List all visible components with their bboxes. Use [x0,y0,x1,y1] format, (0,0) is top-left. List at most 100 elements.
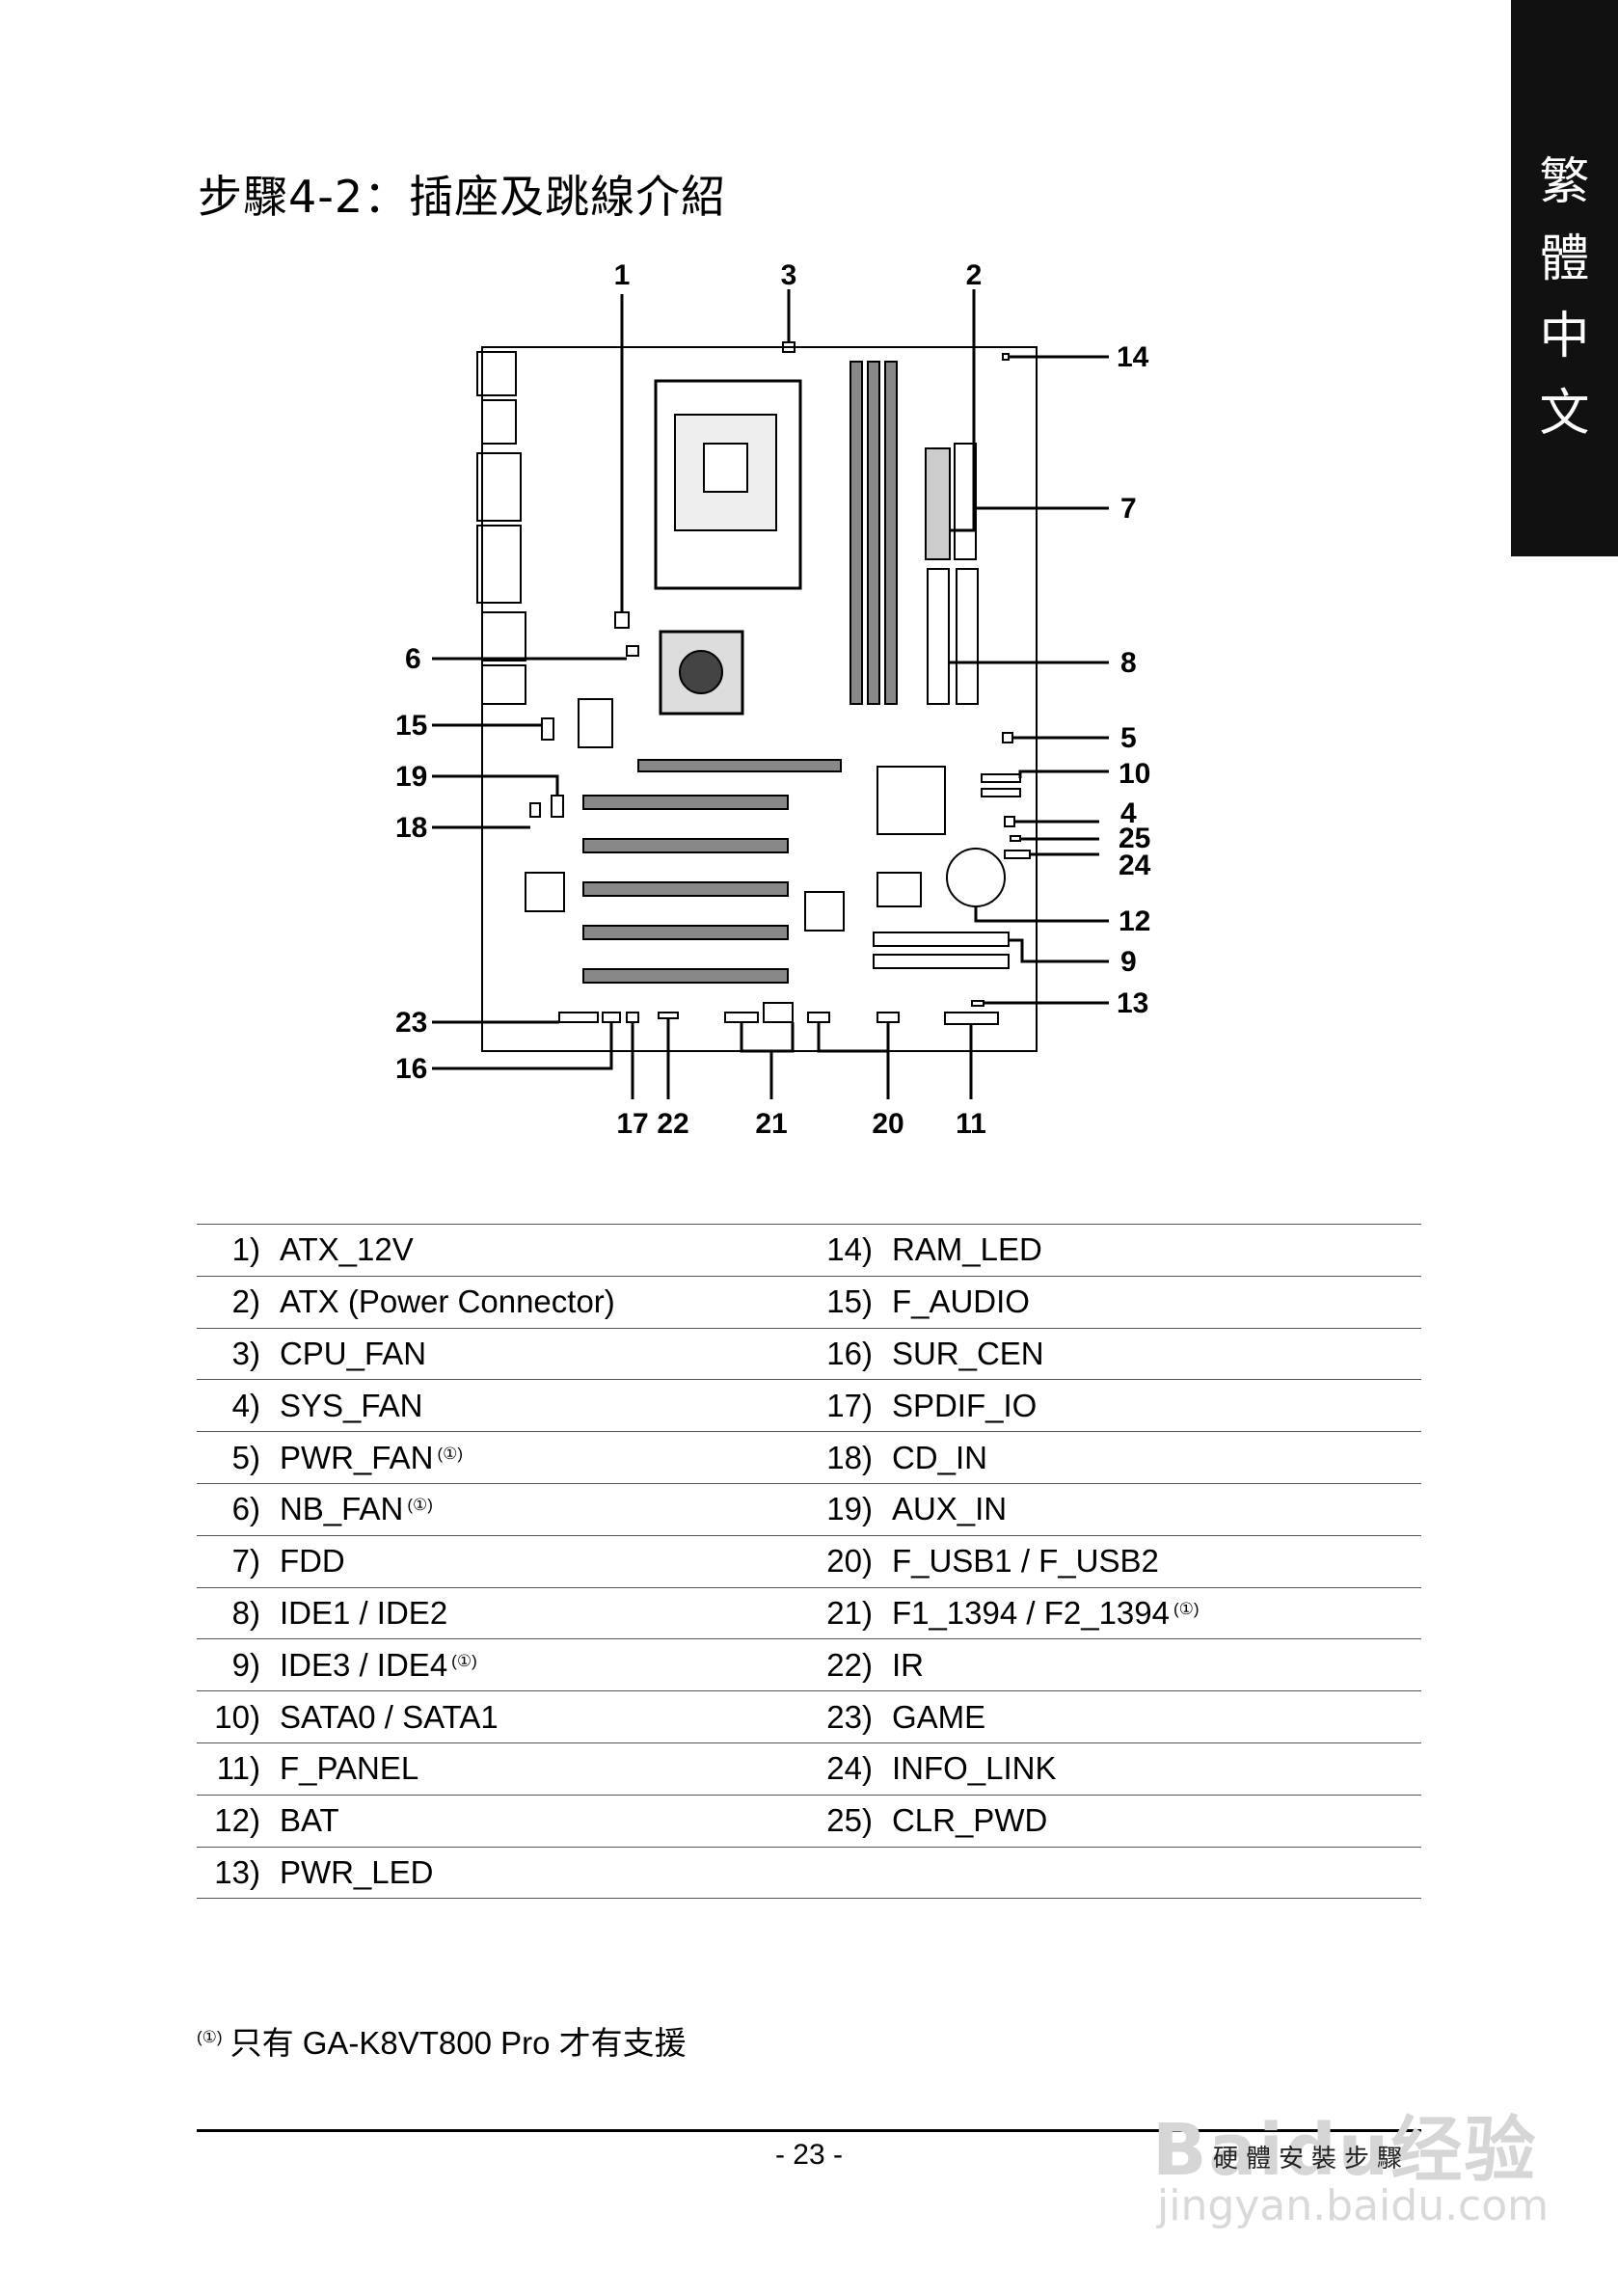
connector-name: F1_1394 / F2_1394(①) [892,1587,1421,1639]
connector-num-text: 6) [231,1491,260,1527]
connector-num-text: 13) [214,1853,260,1890]
connector-name: GAME [892,1691,1421,1743]
rear-io-parallel [476,525,522,604]
language-side-tab: 繁 體 中 文 [1511,0,1618,556]
connector-name: PWR_LED [280,1847,809,1899]
connector-name: ATX_12V [280,1225,809,1277]
game-header [558,1012,599,1023]
connector-num-text: 9) [231,1646,260,1683]
connector-num: 17) [809,1380,892,1432]
nb-fan-header [626,645,639,657]
connector-name-text: IDE3 / IDE4 [279,1646,448,1683]
footnote-ref: (①) [1173,1599,1200,1618]
connector-num: 10) [197,1691,280,1743]
leader-19 [432,774,559,796]
connector-num: 14) [809,1225,892,1277]
cpu-socket-center [703,443,748,493]
connector-name-text: SPDIF_IO [891,1387,1038,1423]
connector-name-text: CD_IN [891,1439,987,1475]
watermark-logo: Baidu经验 [1152,2109,1538,2192]
connector-num-text: 15) [826,1283,873,1320]
connector-num-text: 12) [214,1802,260,1839]
connector-num-text: 20) [826,1543,873,1580]
connector-name: SUR_CEN [892,1328,1421,1380]
callout-label: 9 [1120,946,1137,978]
table-row: 5)PWR_FAN(①)18)CD_IN [197,1431,1421,1484]
callout-label: 12 [1119,905,1150,937]
dimm-slot-3 [884,361,898,705]
connector-name: F_PANEL [280,1742,809,1795]
connector-name-text: PWR_LED [279,1853,434,1890]
connector-name: SATA0 / SATA1 [280,1691,809,1743]
connector-name-text: PWR_FAN [279,1439,434,1475]
footnote-ref: (①) [407,1496,433,1515]
connector-name: IDE1 / IDE2 [280,1587,809,1639]
footnote-text: 只有 GA-K8VT800 Pro 才有支援 [229,2025,687,2061]
connector-num: 19) [809,1483,892,1535]
lan-chip [578,698,613,748]
connector-num-text: 24) [826,1750,873,1787]
ide4-connector [873,954,1010,969]
connector-num: 21) [809,1587,892,1639]
connector-name: AUX_IN [892,1483,1421,1535]
connector-num: 23) [809,1691,892,1743]
connector-num-text: 2) [231,1283,260,1320]
sata1-connector [981,788,1021,797]
connector-name-text: CPU_FAN [279,1335,427,1371]
connector-num: 25) [809,1795,892,1847]
connector-num: 11) [197,1742,280,1795]
side-tab-char: 中 [1539,307,1590,365]
callout-label: 16 [395,1053,427,1085]
leader-2 [950,289,976,532]
connector-num-text: 8) [231,1594,260,1631]
connector-num: 8) [197,1587,280,1639]
callout-label: 17 [616,1108,648,1140]
watermark-url: jingyan.baidu.com [1157,2181,1550,2230]
motherboard-layout-diagram: 1 3 2 14 7 8 6 5 15 10 19 4 18 25 24 12 … [395,259,1151,1140]
leader-20 [817,1022,890,1099]
table-row: 10)SATA0 / SATA1 23) GAME [197,1690,1421,1743]
connector-num: 4) [197,1380,280,1432]
connector-name: IDE3 / IDE4(①) [280,1639,809,1691]
connector-num: 13) [197,1847,280,1899]
callout-label: 14 [1117,341,1149,373]
callout-label: 8 [1120,647,1137,679]
connector-num-text: 16) [826,1335,873,1371]
cd-in-header [529,802,541,818]
side-tab-char: 體 [1539,230,1590,288]
connector-num-text: 3) [231,1335,260,1371]
connector-num: 24) [809,1742,892,1795]
connector-name-text: INFO_LINK [891,1750,1057,1787]
connector-num: 18) [809,1432,892,1484]
pci-slot-1 [582,795,789,810]
northbridge-fan-hub [679,650,723,694]
connector-num: 6) [197,1483,280,1535]
table-row: 13) PWR_LED [197,1847,1421,1899]
footnote-ref: (①) [451,1651,477,1670]
connector-name: INFO_LINK [892,1742,1421,1795]
table-row: 11)F_PANEL 24) INFO_LINK [197,1742,1421,1795]
connector-name-text: CLR_PWD [891,1802,1048,1839]
connector-name-text: F_AUDIO [891,1283,1030,1320]
connector-num: 20) [809,1535,892,1587]
connector-name: CLR_PWD [892,1795,1421,1847]
connector-num-text: 23) [826,1698,873,1735]
connector-num [809,1847,892,1899]
connector-name: CD_IN [892,1432,1421,1484]
connector-name-text: SATA0 / SATA1 [279,1698,499,1735]
connector-num-text: 21) [826,1594,873,1631]
rear-io-audio [481,664,526,705]
ide1-connector [927,568,950,705]
connector-num-text: 25) [826,1802,873,1839]
connector-name: ATX (Power Connector) [280,1276,809,1328]
callout-label: 23 [395,1007,427,1039]
page-number: - 23 - [774,2139,844,2171]
table-row: 9)IDE3 / IDE4(①)22)IR [197,1638,1421,1691]
page-title: 步驟4-2：插座及跳線介紹 [198,171,727,223]
connector-name-text: FDD [279,1543,345,1580]
connector-name-text: SYS_FAN [279,1387,423,1423]
connector-name: CPU_FAN [280,1328,809,1380]
connector-num-text: 1) [231,1231,260,1268]
connector-num-text: 4) [231,1387,260,1423]
leader-10 [1018,770,1109,778]
